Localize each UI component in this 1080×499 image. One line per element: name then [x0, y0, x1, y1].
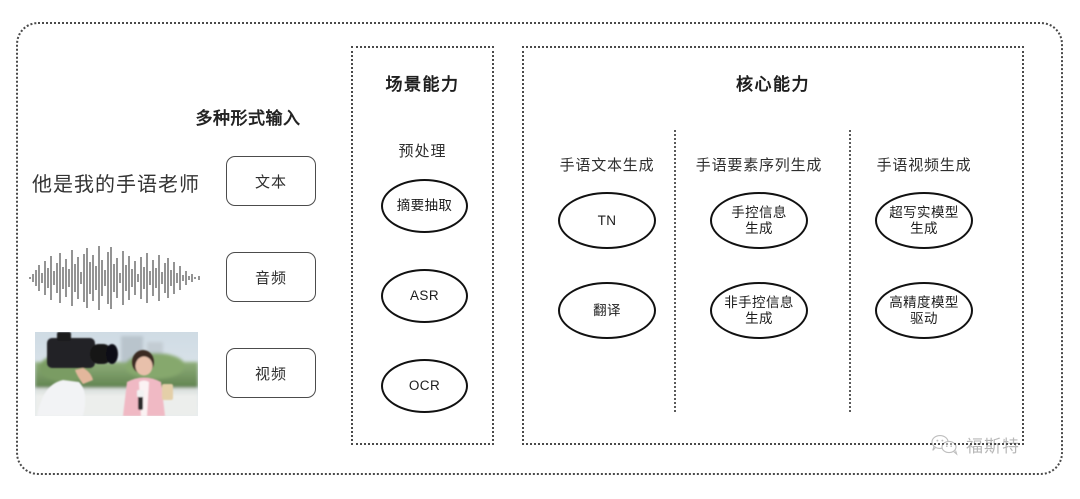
core-column-divider-1 [674, 130, 676, 412]
core-node-2-1[interactable]: 高精度模型驱动 [875, 282, 973, 339]
input-type-box-text[interactable]: 文本 [226, 156, 316, 206]
core-column-label-0: 手语文本生成 [559, 157, 655, 174]
watermark-text: 福斯特 [966, 437, 1020, 456]
input-type-box-video[interactable]: 视频 [226, 348, 316, 398]
sample-sentence: 他是我的手语老师 [32, 173, 200, 196]
input-type-box-audio[interactable]: 音频 [226, 252, 316, 302]
scene-capability-panel: 场景能力 预处理 摘要抽取 ASR OCR [351, 46, 494, 445]
diagram-outer-frame [16, 22, 1063, 475]
core-node-2-0[interactable]: 超写实模型生成 [875, 192, 973, 249]
video-thumbnail-image [34, 332, 198, 416]
core-column-sign-video: 手语视频生成 超写实模型生成 高精度模型驱动 [849, 130, 999, 420]
watermark: 福斯特 [930, 432, 1020, 457]
scene-group-label: 预处理 [398, 143, 447, 160]
core-column-sign-elements: 手语要素序列生成 手控信息生成 非手控信息生成 [684, 130, 834, 420]
core-node-1-0[interactable]: 手控信息生成 [710, 192, 808, 249]
scene-node-1[interactable]: ASR [381, 269, 468, 323]
modality-row-text: 他是我的手语老师 文本 [18, 136, 338, 228]
scene-panel-title: 场景能力 [385, 75, 460, 94]
core-capability-panel: 核心能力 手语文本生成 TN 翻译 手语要素序列生成 手控信息生成 非手控信息生… [522, 46, 1024, 445]
audio-waveform-icon [29, 246, 200, 310]
scene-node-0[interactable]: 摘要抽取 [381, 179, 468, 233]
core-node-0-0[interactable]: TN [558, 192, 656, 249]
core-column-sign-text: 手语文本生成 TN 翻译 [532, 130, 682, 420]
modality-row-audio: 音频 [18, 232, 338, 324]
video-thumbnail [34, 332, 198, 416]
wechat-bubble-icon [931, 434, 958, 456]
core-column-label-2: 手语视频生成 [876, 157, 972, 174]
core-column-divider-2 [849, 130, 851, 412]
inputs-heading: 多种形式输入 [195, 109, 301, 128]
text-sample-area: 他是我的手语老师 [18, 136, 214, 228]
modality-row-video: 视频 [18, 328, 338, 420]
video-sample-area [18, 328, 214, 420]
core-node-0-1[interactable]: 翻译 [558, 282, 656, 339]
scene-node-2[interactable]: OCR [381, 359, 468, 413]
core-column-label-1: 手语要素序列生成 [695, 157, 823, 174]
audio-sample-area [18, 232, 214, 324]
core-panel-title: 核心能力 [736, 75, 810, 94]
inputs-panel: 多种形式输入 他是我的手语老师 文本 [18, 70, 338, 440]
core-node-1-1[interactable]: 非手控信息生成 [710, 282, 808, 339]
